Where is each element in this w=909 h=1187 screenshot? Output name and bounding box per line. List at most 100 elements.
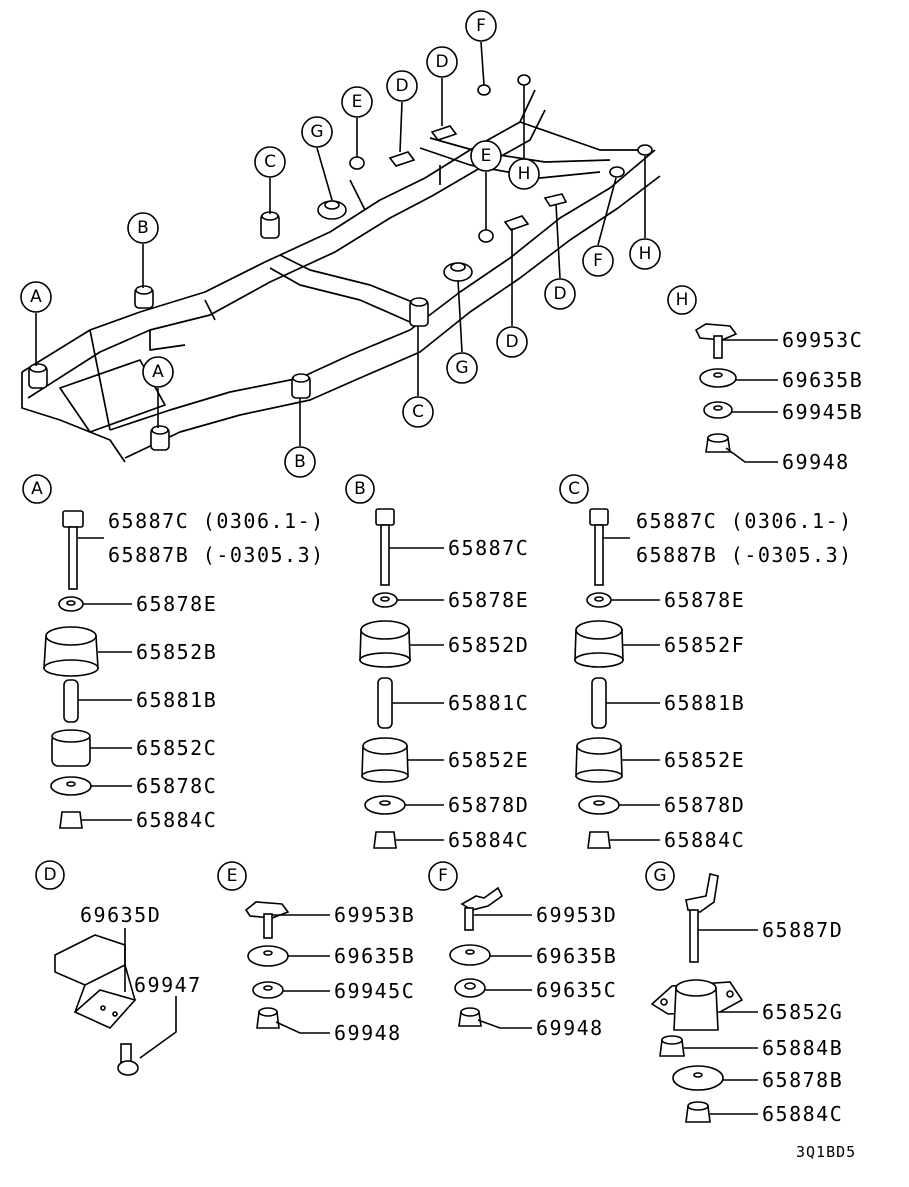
- svg-text:F: F: [438, 866, 448, 886]
- part-a-washer-top: [58, 596, 84, 612]
- mount-f-top: [477, 84, 491, 96]
- mount-g-right: [443, 262, 473, 282]
- part-label-b-2: 65878E: [448, 588, 529, 612]
- group-b: B 65887C 65878E 65852D 65881C 65852E 658…: [345, 474, 529, 852]
- svg-text:H: H: [639, 244, 652, 264]
- part-label-g-2: 65852G: [762, 1000, 843, 1024]
- part-e-washer: [252, 981, 284, 999]
- part-c-nut: [587, 831, 611, 849]
- part-b-cushion-upper: [359, 620, 411, 668]
- group-a: A 65887C (0306.1-) 65887B (-0305.3) 6587…: [22, 474, 325, 832]
- callout-d: D: [35, 860, 65, 890]
- part-e-bolt: [244, 901, 290, 939]
- callout-f: F: [428, 861, 458, 891]
- callout-d-4: D: [544, 278, 576, 310]
- callout-a: A: [22, 474, 52, 504]
- mount-f-right: [609, 166, 625, 178]
- part-label-b-3: 65852D: [448, 633, 529, 657]
- callout-b-top-left: B: [127, 212, 159, 244]
- callout-leaders: [35, 41, 646, 446]
- callout-c-top-right: C: [402, 396, 434, 428]
- part-label-d-1: 69635D: [80, 903, 161, 927]
- group-h: H 69953C 69635B 69945B 69948: [667, 285, 862, 474]
- callout-b-top-right: B: [284, 446, 316, 478]
- mount-d-4: [543, 193, 568, 207]
- part-label-e-4: 69948: [334, 1021, 402, 1045]
- callout-g-top-right: G: [446, 352, 478, 384]
- callout-c-top-left: C: [254, 146, 286, 178]
- figure-code: 3Q1BD5: [796, 1143, 856, 1161]
- callout-d-3: D: [496, 326, 528, 358]
- part-f-cushion: [449, 944, 491, 966]
- part-label-b-4: 65881C: [448, 691, 529, 715]
- part-label-a-5: 65881B: [136, 688, 217, 712]
- group-g: G 65887D 65852G 65884B 65878B 65884C: [645, 861, 843, 1126]
- part-b-collar: [377, 677, 393, 729]
- svg-text:G: G: [310, 122, 323, 142]
- part-label-c-8: 65884C: [664, 828, 745, 852]
- part-b-nut: [373, 831, 397, 849]
- part-b-washer-top: [372, 592, 398, 608]
- part-label-g-3: 65884B: [762, 1036, 843, 1060]
- part-c-cushion-lower: [575, 737, 623, 783]
- svg-text:A: A: [30, 287, 42, 307]
- part-label-a-7: 65878C: [136, 774, 217, 798]
- part-label-c-4: 65852F: [664, 633, 745, 657]
- svg-text:E: E: [227, 866, 238, 886]
- part-e-cushion: [247, 945, 289, 967]
- svg-text:B: B: [294, 452, 306, 472]
- callout-f-right: F: [582, 245, 614, 277]
- part-label-b-7: 65884C: [448, 828, 529, 852]
- part-f-nut: [458, 1007, 482, 1027]
- part-label-f-2: 69635B: [536, 944, 617, 968]
- part-g-nut-lower: [685, 1101, 711, 1123]
- part-label-a-8: 65884C: [136, 808, 217, 832]
- mount-d-2: [388, 151, 416, 167]
- part-label-h-4: 69948: [782, 450, 850, 474]
- svg-text:E: E: [352, 92, 363, 112]
- callout-b: B: [345, 474, 375, 504]
- part-h-nut: [705, 433, 731, 453]
- callout-g-top-left: G: [301, 116, 333, 148]
- callout-e-top-right: E: [470, 140, 502, 172]
- part-g-bolt: [685, 873, 719, 963]
- part-label-c-2: 65887B (-0305.3): [636, 543, 853, 567]
- part-e-nut: [256, 1007, 280, 1029]
- part-h-bolt: [694, 323, 738, 359]
- part-d-bracket: [54, 934, 137, 1029]
- mount-g-left: [317, 200, 347, 220]
- svg-text:B: B: [354, 479, 366, 499]
- part-a-collar: [63, 679, 79, 723]
- part-label-a-4: 65852B: [136, 640, 217, 664]
- group-c: C 65887C (0306.1-) 65887B (-0305.3) 6587…: [559, 474, 853, 852]
- part-c-cushion-upper: [574, 620, 624, 668]
- mount-c-left: [260, 211, 280, 239]
- svg-text:F: F: [476, 16, 486, 36]
- part-f-bolt: [460, 886, 504, 931]
- callout-d-2: D: [426, 46, 458, 78]
- mount-a-left: [28, 363, 48, 389]
- part-a-bolt: [62, 510, 84, 590]
- part-label-a-6: 65852C: [136, 736, 217, 760]
- part-label-c-1: 65887C (0306.1-): [636, 509, 853, 533]
- mount-e-right: [478, 229, 494, 243]
- part-c-washer-top: [586, 592, 612, 608]
- part-d-bolt: [117, 1043, 139, 1076]
- svg-text:G: G: [653, 866, 666, 886]
- part-label-a-1: 65887C (0306.1-): [108, 509, 325, 533]
- part-label-b-1: 65887C: [448, 536, 529, 560]
- callout-h-right: H: [629, 238, 661, 270]
- part-g-nut-upper: [659, 1035, 685, 1057]
- svg-text:E: E: [481, 146, 492, 166]
- part-a-cushion-lower: [51, 729, 91, 767]
- part-label-g-4: 65878B: [762, 1068, 843, 1092]
- part-label-c-6: 65852E: [664, 748, 745, 772]
- svg-text:C: C: [264, 152, 276, 172]
- svg-text:G: G: [455, 358, 468, 378]
- callout-g: G: [645, 861, 675, 891]
- part-label-f-4: 69948: [536, 1016, 604, 1040]
- callout-a-top-right: A: [142, 356, 174, 388]
- part-g-cushion: [650, 979, 744, 1031]
- mount-d-3: [503, 215, 530, 231]
- mount-b-left: [134, 285, 154, 309]
